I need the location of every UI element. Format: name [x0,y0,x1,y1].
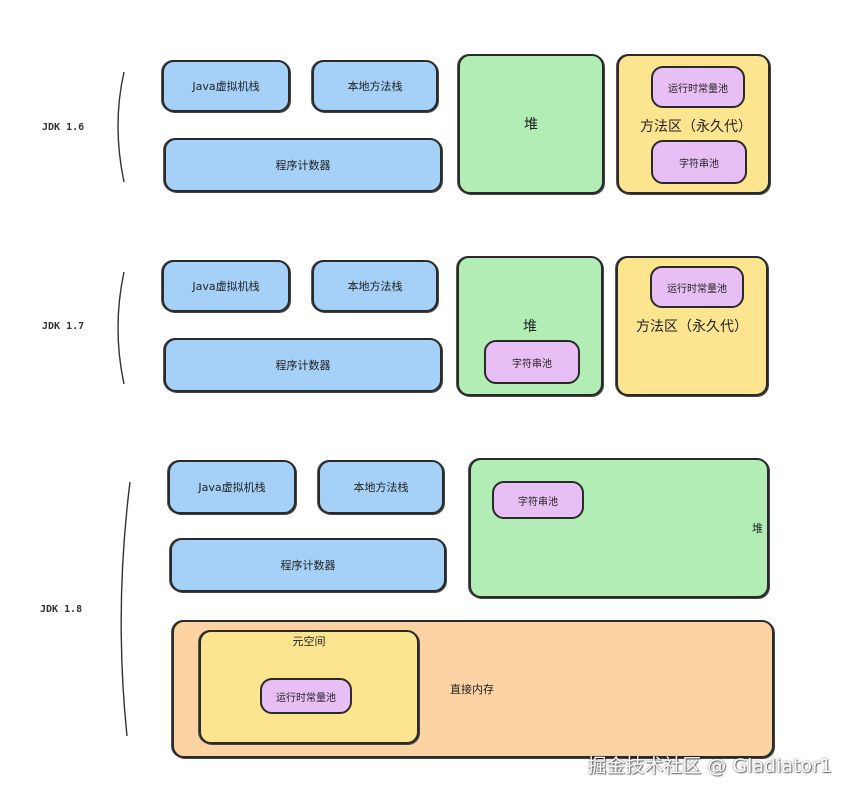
jdk16-method-area-label: 方法区（永久代） [640,119,752,135]
jdk16-heap-label: 堆 [524,117,538,133]
watermark-sub: Java 8 GuWen Y [705,775,832,794]
jdk17-pc-register-label: 程序计数器 [275,359,331,372]
jdk18-direct-memory-label: 直接内存 [450,683,494,696]
jdk17-label: JDK 1.7 [42,321,85,332]
jdk17-method-area-label: 方法区（永久代） [636,319,748,335]
jdk17-pc-register: 程序计数器 [164,338,442,392]
jdk17-string-pool-label: 字符串池 [512,358,552,370]
jdk17-jvm-stack: Java虚拟机栈 [162,260,290,312]
jdk16-string-pool: 字符串池 [651,140,747,184]
jdk17-native-stack: 本地方法栈 [312,260,438,312]
jdk16-pc-register-label: 程序计数器 [275,159,331,172]
jdk17-jvm-stack-label: Java虚拟机栈 [192,280,260,293]
jdk18-heap [469,458,769,598]
jdk16-pc-register: 程序计数器 [164,138,442,192]
watermark-main: 掘金技术社区 @ Gladiator1 [587,755,832,777]
jdk18-runtime-pool: 运行时常量池 [260,678,352,714]
brace-jdk17 [117,271,125,385]
jdk18-label: JDK 1.8 [40,604,83,615]
jdk16-runtime-pool-label: 运行时常量池 [668,83,728,95]
jdk18-native-stack-label: 本地方法栈 [353,481,409,494]
jdk17-native-stack-label: 本地方法栈 [347,280,403,293]
jdk18-pc-register-label: 程序计数器 [280,559,336,572]
jdk16-native-stack-label: 本地方法栈 [347,80,403,93]
jdk18-native-stack: 本地方法栈 [318,460,444,514]
jdk18-jvm-stack: Java虚拟机栈 [168,460,296,514]
jdk18-jvm-stack-label: Java虚拟机栈 [198,481,266,494]
jdk18-heap-label: 堆 [752,522,763,535]
jdk17-runtime-pool-label: 运行时常量池 [667,283,727,295]
jdk18-runtime-pool-label: 运行时常量池 [276,692,336,704]
jdk16-label: JDK 1.6 [42,122,85,133]
jdk17-heap-label: 堆 [523,319,537,335]
jdk18-metaspace-label: 元空间 [292,635,326,648]
brace-jdk16 [117,71,125,183]
jdk17-runtime-pool: 运行时常量池 [650,266,744,308]
jdk17-string-pool: 字符串池 [484,340,580,384]
jdk16-jvm-stack-label: Java虚拟机栈 [192,80,260,93]
brace-jdk18 [120,481,131,737]
jdk18-string-pool: 字符串池 [492,481,584,519]
jdk16-heap: 堆 [458,54,604,194]
jdk16-runtime-pool: 运行时常量池 [651,66,745,108]
jdk18-string-pool-label: 字符串池 [518,496,558,508]
jdk16-native-stack: 本地方法栈 [312,60,438,112]
jdk16-jvm-stack: Java虚拟机栈 [162,60,290,112]
jdk16-string-pool-label: 字符串池 [679,158,719,170]
jdk18-pc-register: 程序计数器 [170,538,446,592]
